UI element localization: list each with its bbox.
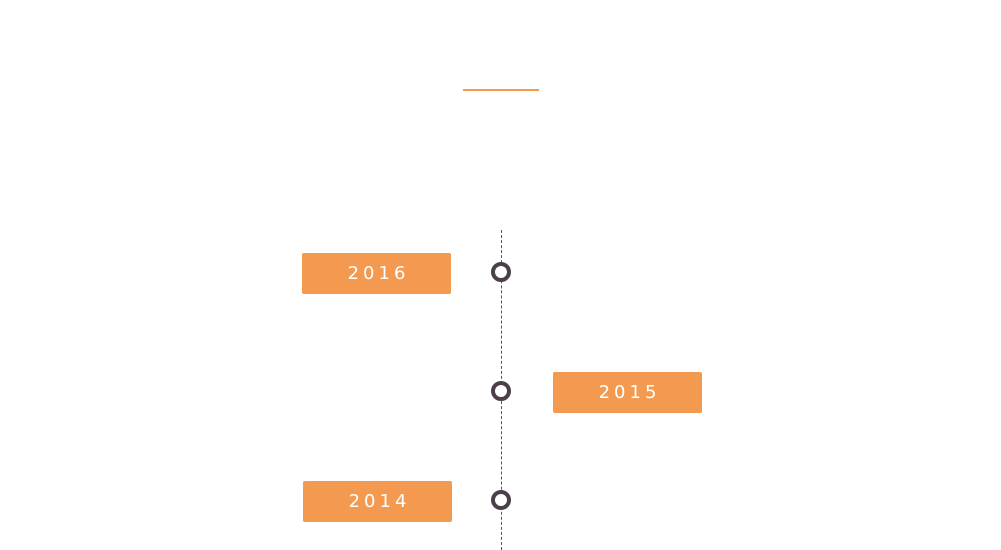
year-badge-2014[interactable]: 2014 — [303, 481, 452, 522]
year-badge-2015[interactable]: 2015 — [553, 372, 702, 413]
title-underline — [463, 89, 539, 91]
timeline-node-2016 — [491, 262, 511, 282]
year-badge-2016[interactable]: 2016 — [302, 253, 451, 294]
timeline-node-2015 — [491, 381, 511, 401]
timeline-node-2014 — [491, 490, 511, 510]
